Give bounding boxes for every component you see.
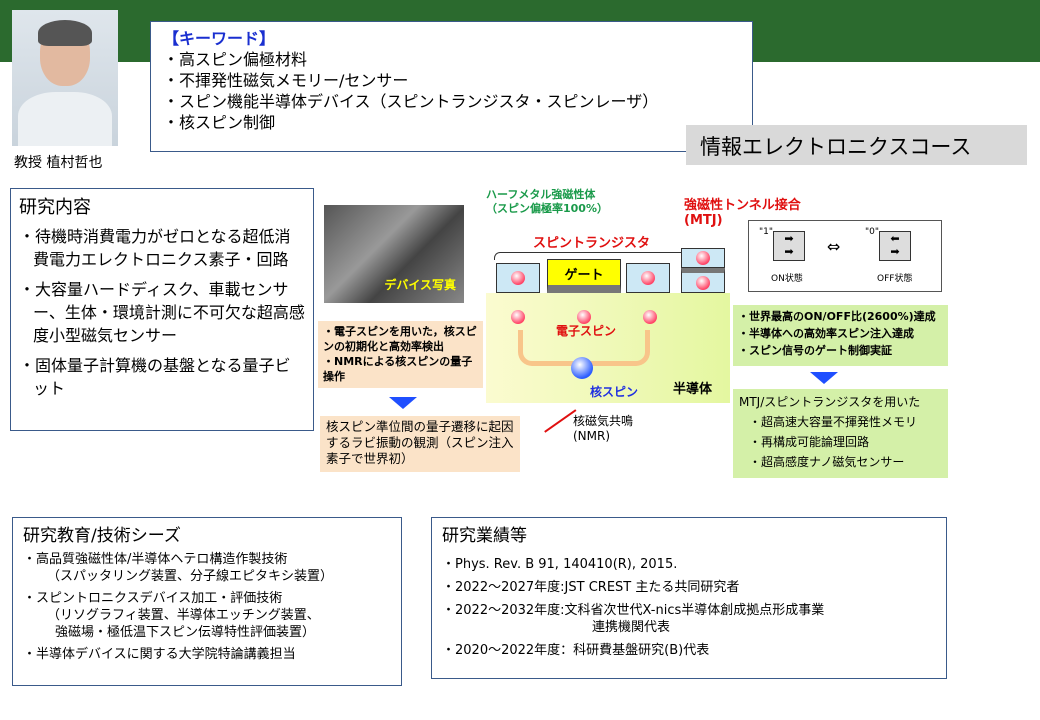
- achievements-title: 研究業績等: [442, 526, 527, 546]
- right-notes: ・世界最高のON/OFF比(2600%)達成 ・半導体への高効率スピン注入達成 …: [733, 305, 948, 366]
- achievement-item: ・2022～2032年度:文科省次世代X-nics半導体創成拠点形成事業: [442, 603, 825, 618]
- seeds-box: 研究教育/技術シーズ ・高品質強磁性体/半導体ヘテロ構造作製技術 （スパッタリン…: [12, 517, 402, 686]
- keyword-item: ・高スピン偏極材料: [163, 50, 308, 69]
- right-result-item: ・再構成可能論理回路: [749, 435, 870, 449]
- right-result-item: ・超高速大容量不揮発性メモリ: [749, 415, 918, 429]
- right-result-title: MTJ/スピントランジスタを用いた: [739, 395, 921, 409]
- left-note: ・電子スピンを用いた，核スピンの初期化と高効率検出: [323, 325, 477, 353]
- electron-spin-icon: [511, 310, 525, 324]
- electron-spin-icon: [577, 310, 591, 324]
- down-arrow-icon: [810, 372, 838, 384]
- left-notes: ・電子スピンを用いた，核スピンの初期化と高効率検出 ・NMRによる核スピンの量子…: [318, 321, 483, 388]
- mtj-label: 強磁性トンネル接合(MTJ): [684, 198, 801, 228]
- research-box: 研究内容 ・待機時消費電力がゼロとなる超低消費電力エレクトロニクス素子・回路 ・…: [10, 188, 314, 431]
- research-title: 研究内容: [19, 197, 91, 218]
- right-note: ・スピン信号のゲート制御実証: [738, 344, 892, 357]
- state1-label: "1": [759, 227, 774, 237]
- nuclear-spin-label: 核スピン: [590, 385, 639, 399]
- achievement-item: ・2022～2027年度:JST CREST 主たる共同研究者: [442, 580, 740, 595]
- seed-detail: （スパッタリング装置、分子線エピタキシ装置）: [47, 569, 334, 584]
- research-item: ・大容量ハードディスク、車載センサー、生体・環境計測に不可欠な超高感度小型磁気セ…: [19, 280, 305, 345]
- keyword-item: ・核スピン制御: [163, 113, 276, 132]
- nmr-text: 核磁気共鳴: [573, 414, 634, 428]
- keyword-item: ・不揮発性磁気メモリー/センサー: [163, 71, 409, 90]
- keywords-title: 【キーワード】: [163, 29, 276, 48]
- halfmetal-sub: （スピン偏極率100%）: [486, 202, 608, 215]
- seed-detail: （リソグラフィ装置、半導体エッチング装置、: [47, 608, 320, 623]
- seeds-title: 研究教育/技術シーズ: [23, 526, 181, 546]
- on-stack-icon: ➡➡: [773, 231, 805, 261]
- semiconductor-region: [486, 293, 730, 403]
- seed-detail: 強磁場・極低温下スピン伝導特性評価装置）: [55, 625, 316, 640]
- swap-arrow-icon: ⇔: [827, 237, 841, 256]
- achievement-item: ・Phys. Rev. B 91, 140410(R), 2015.: [442, 557, 678, 572]
- research-item: ・固体量子計算機の基盤となる量子ビット: [19, 356, 291, 398]
- keywords-box: 【キーワード】 ・高スピン偏極材料 ・不揮発性磁気メモリー/センサー ・スピン機…: [150, 21, 753, 152]
- electron-spin-label: 電子スピン: [556, 324, 617, 338]
- achievement-item: ・2020～2022年度：科研費基盤研究(B)代表: [442, 643, 710, 658]
- achievement-item-cont: 連携機関代表: [592, 620, 671, 635]
- professor-photo: [12, 10, 118, 146]
- transistor-label: スピントランジスタ: [533, 236, 651, 251]
- achievements-box: 研究業績等 ・Phys. Rev. B 91, 140410(R), 2015.…: [431, 517, 947, 679]
- halfmetal-label: ハーフメタル強磁性体（スピン偏極率100%）: [486, 188, 608, 216]
- state0-label: "0": [865, 227, 880, 237]
- professor-name: 教授 植村哲也: [14, 155, 103, 171]
- course-label: 情報エレクトロニクスコース: [686, 125, 1027, 165]
- gate-electrode: ゲート: [547, 259, 621, 293]
- right-result-item: ・超高感度ナノ磁気センサー: [749, 455, 905, 469]
- right-note: ・世界最高のON/OFF比(2600%)達成: [738, 310, 936, 323]
- nuclear-spin-icon: [571, 357, 593, 379]
- device-photo-label: デバイス写真: [384, 278, 456, 292]
- semiconductor-label: 半導体: [673, 382, 713, 397]
- mtj-sub: (MTJ): [684, 213, 723, 228]
- nmr-label: 核磁気共鳴(NMR): [573, 414, 633, 444]
- down-arrow-icon: [389, 397, 417, 409]
- seed-item: ・半導体デバイスに関する大学院特論講義担当: [23, 647, 296, 662]
- mtj-text: 強磁性トンネル接合: [684, 198, 801, 213]
- source-electrode: [496, 263, 540, 293]
- mtj-top-layer: [681, 248, 725, 268]
- left-note: ・NMRによる核スピンの量子操作: [323, 355, 473, 383]
- drain-electrode: [626, 263, 670, 293]
- nmr-sub: (NMR): [573, 429, 611, 443]
- seed-item: ・スピントロニクスデバイス加工・評価技術: [23, 591, 283, 606]
- halfmetal-text: ハーフメタル強磁性体: [486, 188, 596, 201]
- seed-item: ・高品質強磁性体/半導体ヘテロ構造作製技術: [23, 552, 288, 567]
- on-state-label: ON状態: [771, 274, 803, 284]
- device-photo: デバイス写真: [324, 205, 464, 303]
- off-state-label: OFF状態: [877, 274, 913, 284]
- right-result: MTJ/スピントランジスタを用いた ・超高速大容量不揮発性メモリ ・再構成可能論…: [733, 389, 948, 478]
- right-note: ・半導体への高効率スピン注入達成: [738, 327, 914, 340]
- mtj-states-box: "1" ➡➡ ⇔ "0" ⬅➡ ON状態 OFF状態: [748, 220, 942, 292]
- electron-spin-icon: [643, 310, 657, 324]
- off-stack-icon: ⬅➡: [879, 231, 911, 261]
- mtj-bottom-layer: [681, 268, 725, 293]
- keyword-item: ・スピン機能半導体デバイス（スピントランジスタ・スピンレーザ）: [163, 92, 659, 111]
- left-result: 核スピン準位間の量子遷移に起因するラビ振動の観測（スピン注入素子で世界初）: [320, 416, 520, 472]
- research-item: ・待機時消費電力がゼロとなる超低消費電力エレクトロニクス素子・回路: [19, 227, 291, 269]
